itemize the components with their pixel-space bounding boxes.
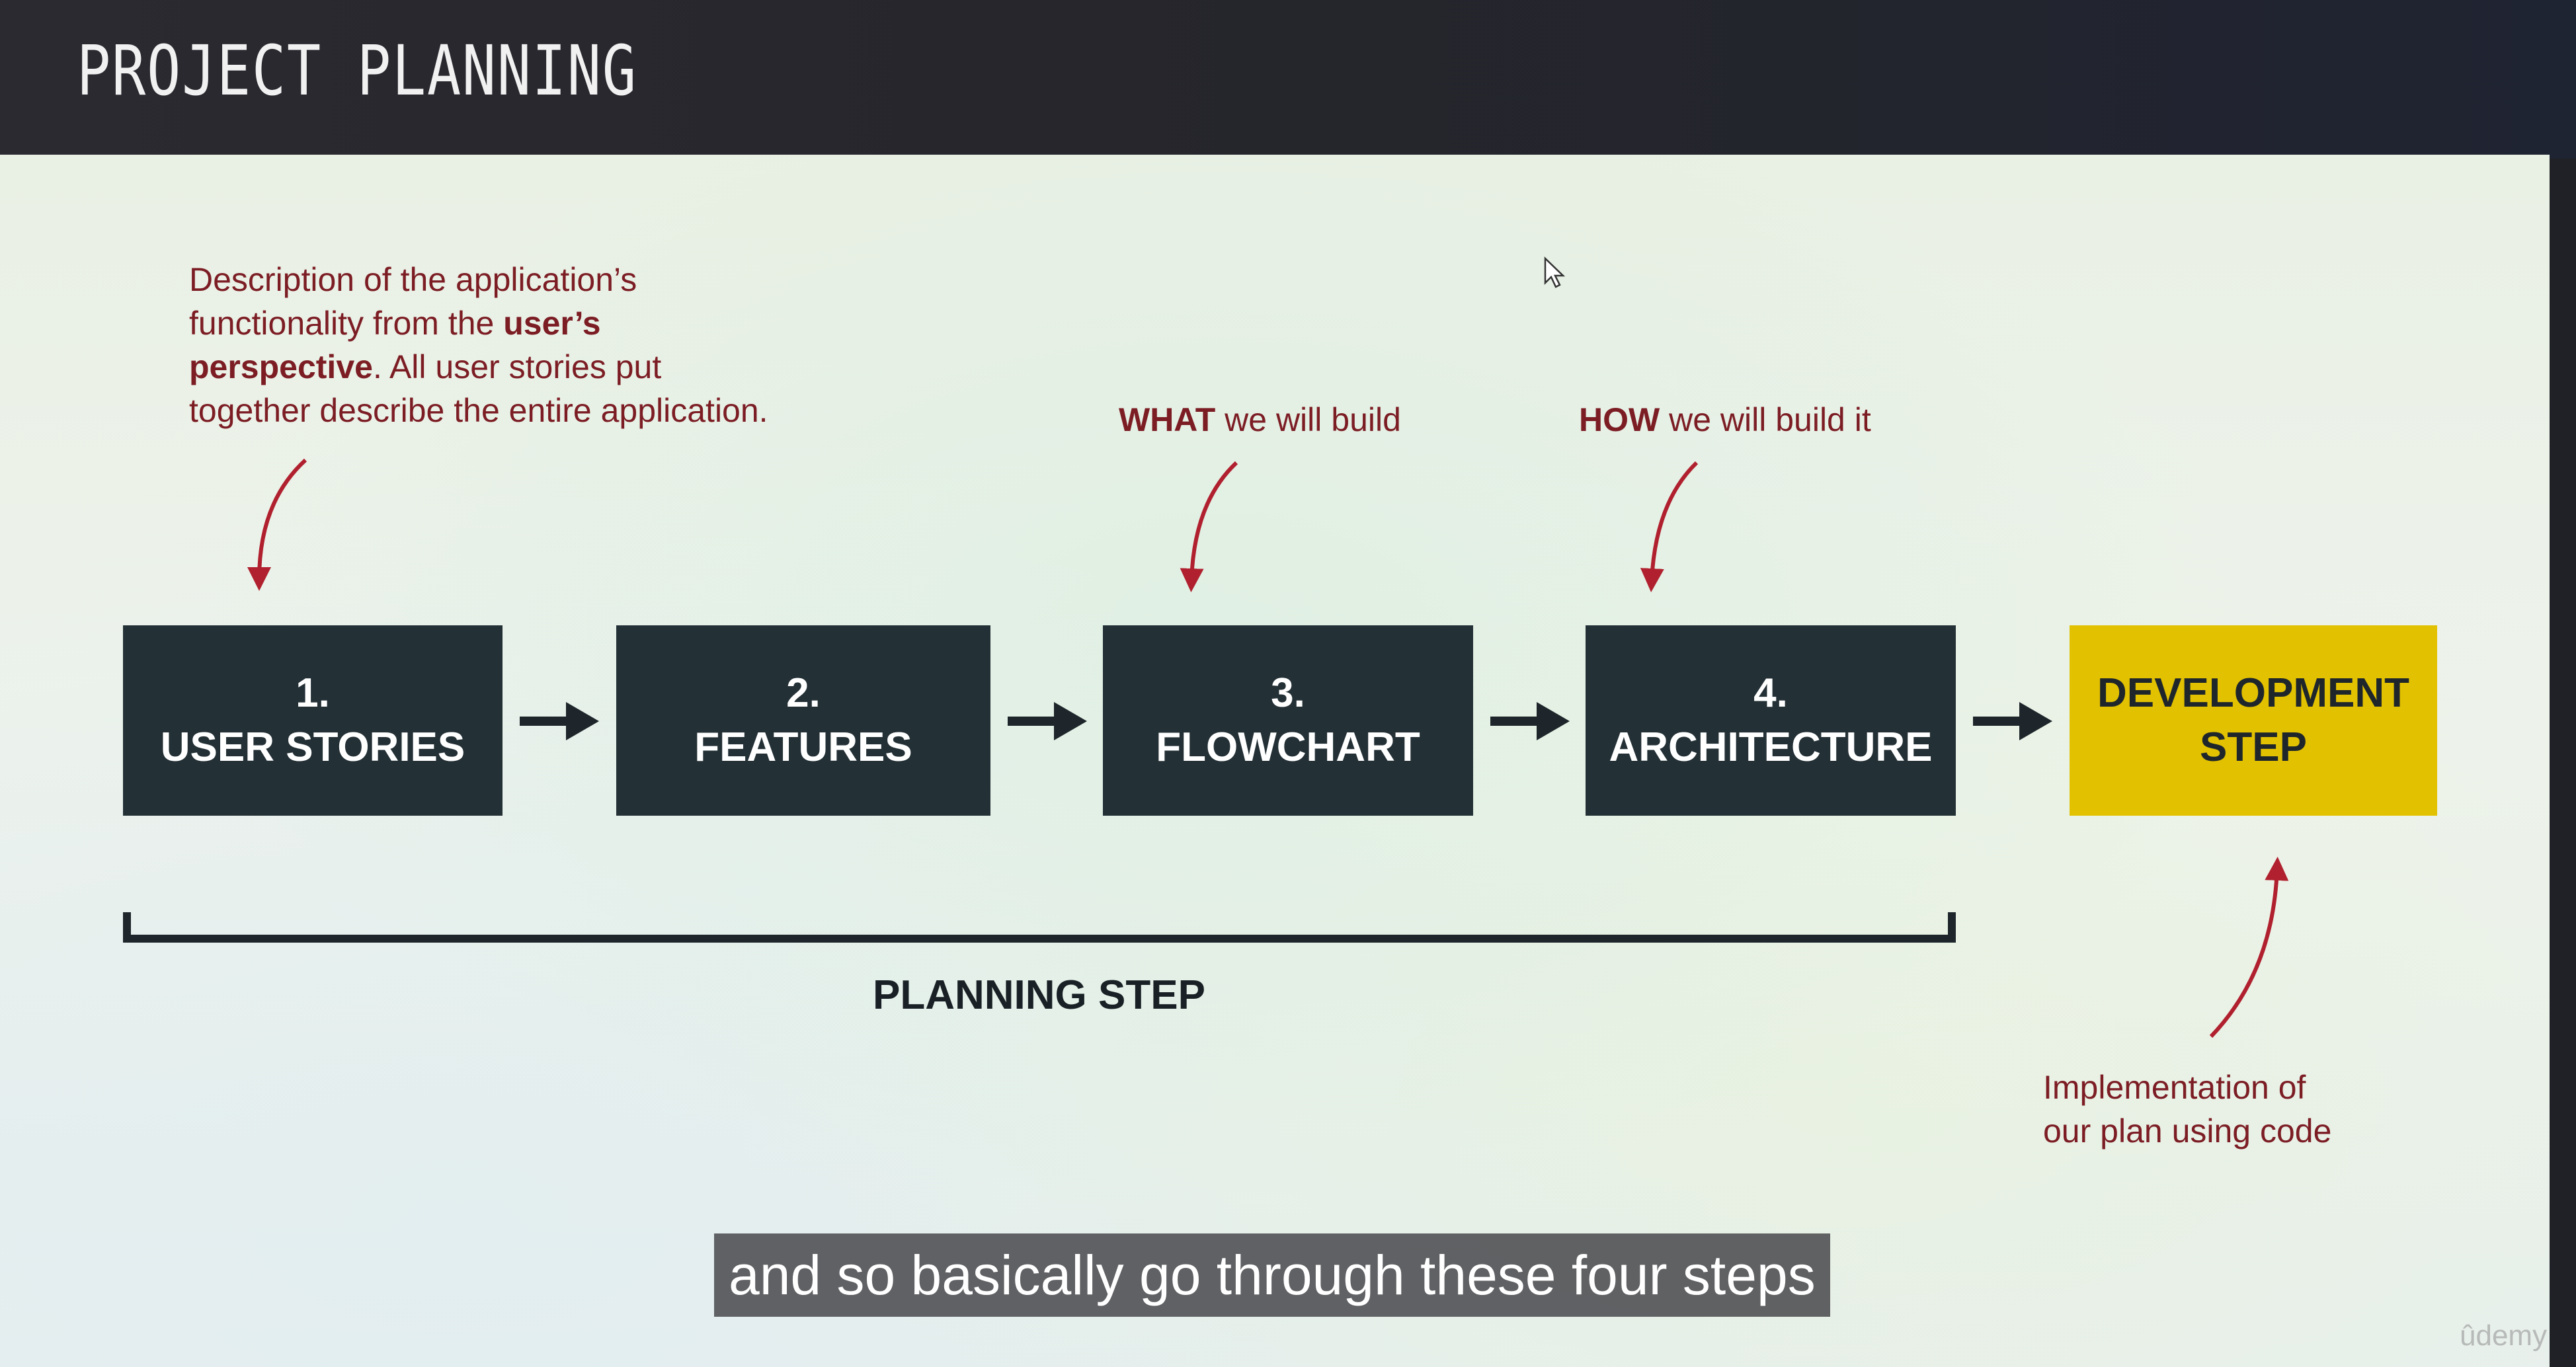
desc-line-3: perspective. All user stories put — [189, 345, 768, 389]
step-number: 3. — [1271, 670, 1305, 716]
arrow-right-icon — [520, 702, 599, 740]
step-number: 1. — [296, 670, 330, 716]
step-features: 2. FEATURES — [616, 625, 990, 816]
how-bold: HOW — [1579, 401, 1660, 438]
video-subtitle: and so basically go through these four s… — [714, 1233, 1830, 1317]
how-rest: we will build it — [1660, 401, 1871, 438]
implementation-annotation: Implementation of our plan using code — [2043, 1066, 2331, 1153]
user-stories-description: Description of the application’s functio… — [189, 258, 768, 432]
impl-line-1: Implementation of — [2043, 1069, 2306, 1106]
mouse-cursor-icon — [1544, 256, 1566, 288]
what-rest: we will build — [1215, 401, 1401, 438]
step-number: 2. — [786, 670, 821, 716]
curved-arrow-how — [1640, 461, 1699, 592]
step-label: ARCHITECTURE — [1609, 724, 1933, 770]
step-user-stories: 1. USER STORIES — [123, 625, 503, 816]
curved-arrow-user-stories — [247, 458, 307, 591]
arrow-right-icon — [1008, 702, 1087, 740]
desc-line-2: functionality from the user’s — [189, 301, 768, 345]
dev-line-1: DEVELOPMENT — [2097, 670, 2409, 716]
how-annotation: HOW we will build it — [1579, 398, 1871, 442]
planning-step-label: PLANNING STEP — [873, 972, 1205, 1018]
planning-bracket — [123, 912, 1956, 943]
curved-arrow-implementation — [2209, 857, 2289, 1038]
arrow-right-icon — [1973, 702, 2052, 740]
desc-text: . All user stories put — [372, 348, 662, 385]
what-annotation: WHAT we will build — [1119, 398, 1401, 442]
arrow-right-icon — [1490, 702, 1570, 740]
step-label: USER STORIES — [160, 724, 465, 770]
step-number: 4. — [1753, 670, 1788, 716]
curved-arrow-what — [1180, 461, 1238, 592]
what-bold: WHAT — [1119, 401, 1216, 438]
page-title: PROJECT PLANNING — [77, 30, 637, 111]
desc-line-1: Description of the application’s — [189, 261, 637, 298]
step-label: FLOWCHART — [1156, 724, 1420, 770]
step-development: DEVELOPMENT STEP — [2070, 625, 2437, 816]
desc-bold: perspective — [189, 348, 373, 385]
step-architecture: 4. ARCHITECTURE — [1586, 625, 1956, 816]
desc-line-4: together describe the entire application… — [189, 392, 768, 429]
desc-text: functionality from the — [189, 305, 504, 342]
desc-bold: user’s — [503, 305, 601, 342]
step-label: FEATURES — [694, 724, 912, 770]
impl-line-2: our plan using code — [2043, 1113, 2332, 1150]
step-flowchart: 3. FLOWCHART — [1103, 625, 1473, 816]
dev-line-2: STEP — [2200, 724, 2307, 770]
udemy-watermark: ûdemy — [2460, 1319, 2548, 1352]
header-bar: PROJECT PLANNING — [0, 0, 2576, 159]
